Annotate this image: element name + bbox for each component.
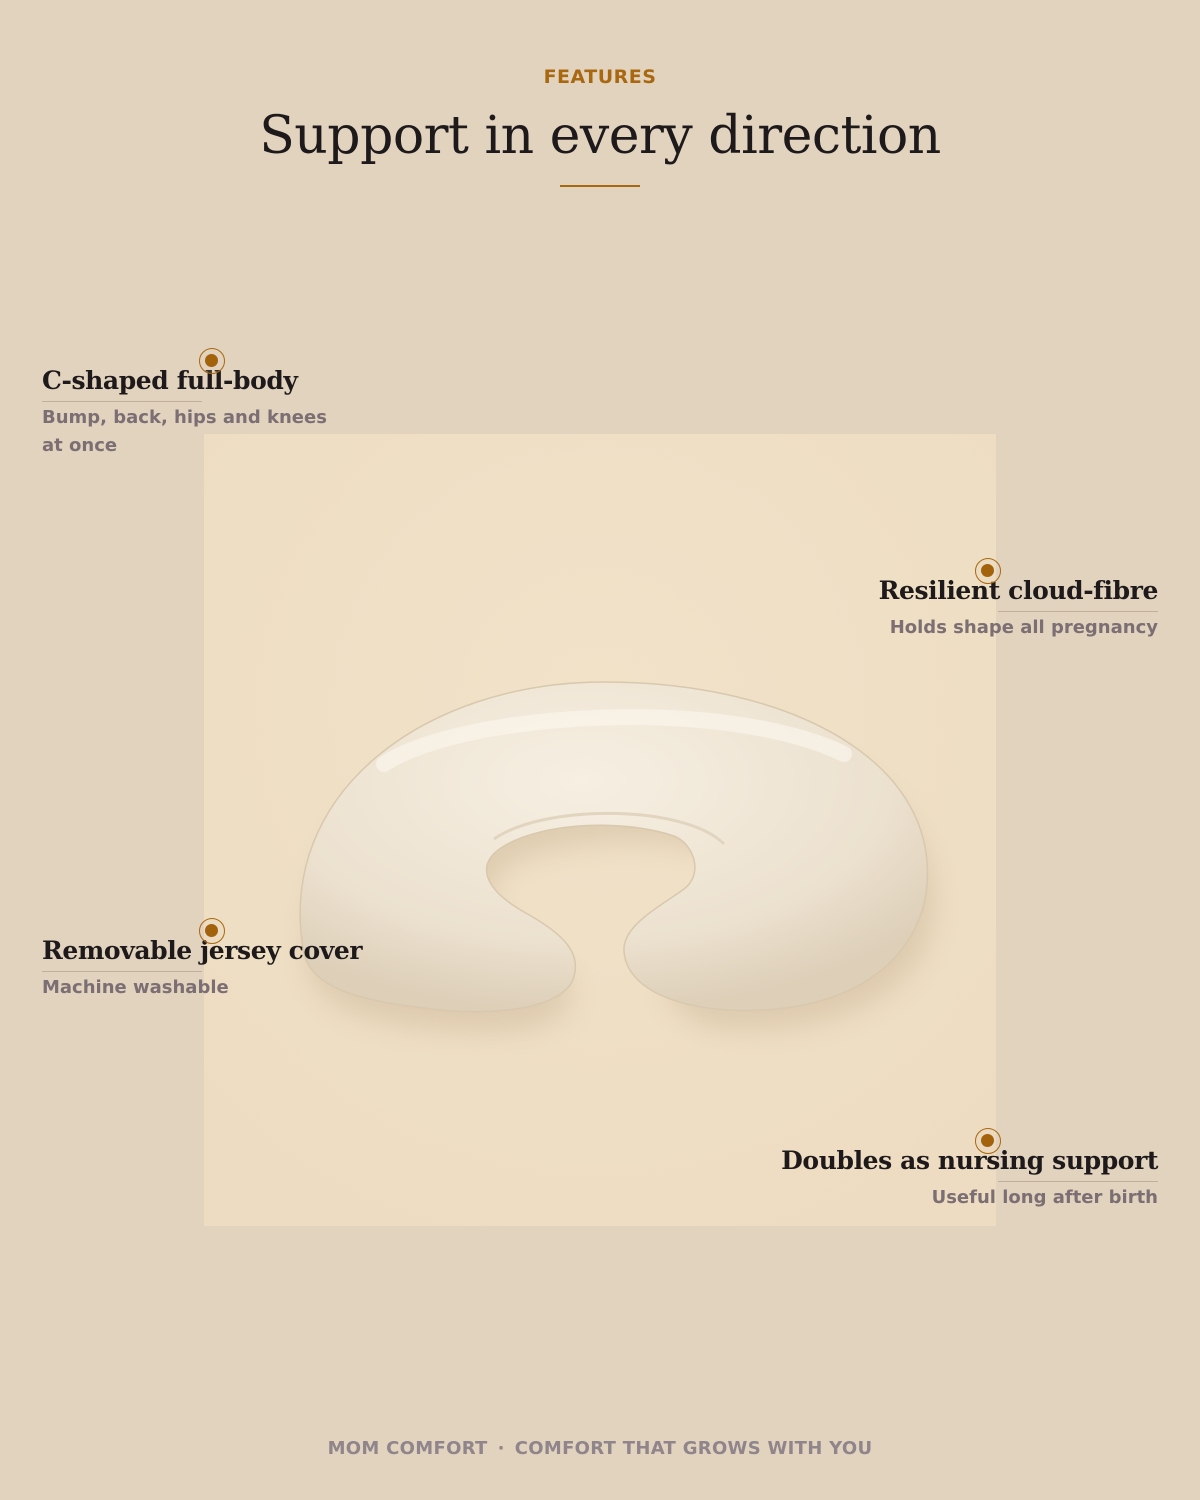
callout-cloud-fibre: Resilient cloud-fibre Holds shape all pr… xyxy=(798,558,1159,642)
callout-divider xyxy=(998,1181,1158,1182)
callout-title: Resilient cloud-fibre xyxy=(878,576,1159,605)
callout-marker-icon xyxy=(975,558,1001,584)
callout-title: C-shaped full-body xyxy=(42,366,298,395)
callout-jersey-cover: Removable jersey cover Machine washable xyxy=(42,918,402,1002)
pillow-illustration xyxy=(204,434,996,1226)
callout-marker-icon xyxy=(975,1128,1001,1154)
footer-separator: · xyxy=(497,1438,505,1459)
footer: MOM COMFORT · COMFORT THAT GROWS WITH YOU xyxy=(0,1438,1200,1459)
section-eyebrow: FEATURES xyxy=(543,66,657,88)
product-photo xyxy=(204,434,996,1226)
headline-underline xyxy=(560,185,640,187)
callout-marker-icon xyxy=(199,348,225,374)
section-headline: Support in every direction xyxy=(259,106,941,166)
callout-subtitle: Holds shape all pregnancy xyxy=(889,617,1158,638)
footer-tagline: COMFORT THAT GROWS WITH YOU xyxy=(514,1438,873,1459)
footer-brand: MOM COMFORT xyxy=(327,1438,488,1459)
callout-subtitle: Machine washable xyxy=(42,977,229,998)
callout-divider xyxy=(42,401,202,402)
callout-title: Removable jersey cover xyxy=(42,936,363,965)
callout-subtitle: Bump, back, hips and knees at once xyxy=(42,407,327,456)
callout-subtitle: Useful long after birth xyxy=(931,1187,1158,1208)
callout-nursing-support: Doubles as nursing support Useful long a… xyxy=(738,1128,1158,1212)
callout-title: Doubles as nursing support xyxy=(781,1146,1158,1175)
callout-marker-icon xyxy=(199,918,225,944)
callout-c-shaped: C-shaped full-body Bump, back, hips and … xyxy=(42,348,342,460)
callout-divider xyxy=(998,611,1158,612)
callout-divider xyxy=(42,971,202,972)
